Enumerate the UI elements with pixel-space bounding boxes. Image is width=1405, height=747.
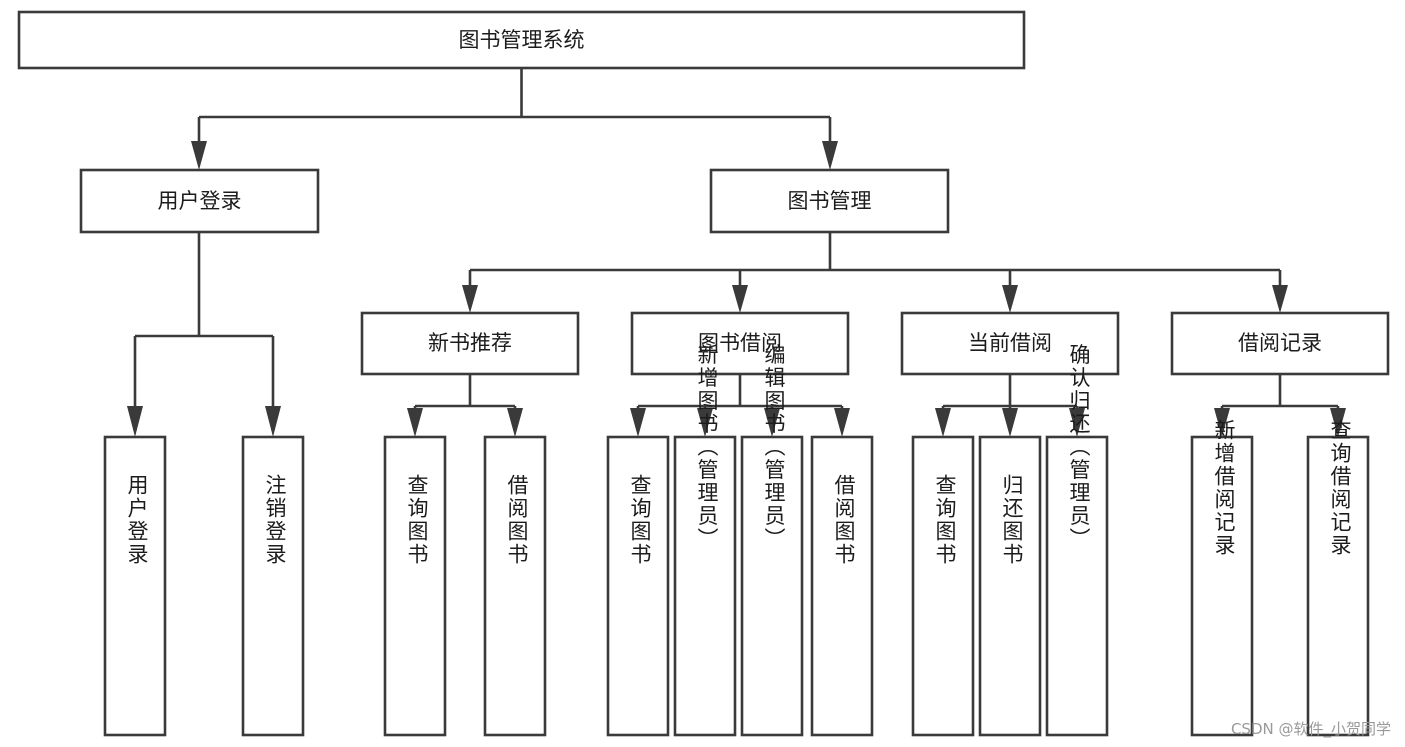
arrow-head-leaf-cur-query (935, 408, 951, 437)
node-leaf-cur-return-label: 归还图书 (1000, 474, 1024, 566)
node-user-login-label: 用户登录 (158, 189, 242, 213)
node-leaf-borrow-lend-label: 借阅图书 (832, 474, 856, 566)
arrow-head-leaf-rec-add (1214, 408, 1230, 437)
node-root-box[interactable] (17, 10, 1026, 70)
node-leaf-borrow-add-box[interactable] (673, 435, 737, 737)
node-leaf-cur-query-label: 查询图书 (933, 474, 957, 566)
arrow-head-leaf-user-login (127, 406, 143, 437)
node-new-book-rec-box[interactable] (360, 311, 580, 376)
arrow-head-current-borrow (1002, 285, 1018, 313)
node-leaf-user-login-label: 用户登录 (125, 474, 149, 566)
node-leaf-rec-borrow-box[interactable] (483, 435, 547, 737)
node-leaf-borrow-edit[interactable]: 编辑图书（管理员） (740, 344, 804, 737)
node-leaf-user-logout-label: 注销登录 (263, 474, 287, 566)
arrow-head-leaf-user-logout (265, 406, 281, 437)
node-leaf-cur-confirm-box[interactable] (1045, 435, 1109, 737)
node-user-login-box[interactable] (79, 168, 320, 234)
node-book-manage-label: 图书管理 (788, 189, 872, 213)
node-leaf-cur-confirm-label: 确认归还（管理员） (1067, 344, 1091, 551)
node-leaf-user-login-box[interactable] (103, 435, 167, 737)
node-leaf-rec-borrow[interactable]: 借阅图书 (483, 435, 547, 737)
node-leaf-cur-return[interactable]: 归还图书 (978, 435, 1042, 737)
arrow-head-leaf-cur-confirm (1069, 408, 1085, 437)
arrow-head-user-login (191, 141, 207, 170)
node-leaf-user-login[interactable]: 用户登录 (103, 435, 167, 737)
node-current-borrow-label: 当前借阅 (968, 331, 1052, 355)
arrow-head-borrow-record (1272, 285, 1288, 313)
node-leaf-borrow-query-box[interactable] (606, 435, 670, 737)
node-leaf-borrow-edit-box[interactable] (740, 435, 804, 737)
node-leaf-cur-confirm[interactable]: 确认归还（管理员） (1045, 344, 1109, 737)
node-leaf-cur-query-box[interactable] (911, 435, 975, 737)
node-leaf-user-logout[interactable]: 注销登录 (241, 435, 305, 737)
node-leaf-borrow-query-label: 查询图书 (628, 474, 652, 566)
arrow-head-book-manage (822, 141, 838, 170)
csdn-watermark: CSDN @软件_小贺同学 (1230, 720, 1391, 738)
node-leaf-cur-query[interactable]: 查询图书 (911, 435, 975, 737)
arrow-head-leaf-rec-query (407, 408, 423, 437)
node-book-manage[interactable]: 图书管理 (709, 168, 950, 234)
node-current-borrow[interactable]: 当前借阅 (900, 311, 1120, 376)
node-book-borrow[interactable]: 图书借阅 (630, 311, 850, 376)
node-leaf-borrow-add[interactable]: 新增图书（管理员） (673, 344, 737, 737)
node-borrow-record-box[interactable] (1170, 311, 1390, 376)
node-leaf-rec-query[interactable]: 查询图书 (383, 435, 447, 737)
node-leaf-rec-add-box[interactable] (1190, 435, 1254, 737)
node-leaf-rec-query-label: 查询图书 (405, 474, 429, 566)
node-user-login[interactable]: 用户登录 (79, 168, 320, 234)
node-root-label: 图书管理系统 (459, 28, 585, 52)
node-leaf-rec-query-box[interactable] (383, 435, 447, 737)
node-leaf-rec-search-box[interactable] (1306, 435, 1370, 737)
arrow-head-leaf-borrow-query (630, 408, 646, 437)
node-borrow-record[interactable]: 借阅记录 (1170, 311, 1390, 376)
node-leaf-rec-borrow-label: 借阅图书 (505, 474, 529, 566)
arrow-head-leaf-borrow-add (697, 408, 713, 437)
arrow-head-new-book-rec (462, 285, 478, 313)
node-leaf-borrow-lend-box[interactable] (810, 435, 874, 737)
arrow-head-leaf-borrow-edit (764, 408, 780, 437)
node-new-book-rec[interactable]: 新书推荐 (360, 311, 580, 376)
node-book-borrow-label: 图书借阅 (698, 331, 782, 355)
node-root[interactable]: 图书管理系统 (17, 10, 1026, 70)
node-leaf-borrow-edit-label: 编辑图书（管理员） (762, 344, 786, 551)
node-leaf-rec-search[interactable]: 查询借阅记录 (1306, 419, 1370, 737)
arrow-head-book-borrow (732, 285, 748, 313)
node-new-book-rec-label: 新书推荐 (428, 331, 512, 355)
node-leaf-borrow-lend[interactable]: 借阅图书 (810, 435, 874, 737)
node-book-borrow-box[interactable] (630, 311, 850, 376)
arrow-head-leaf-borrow-lend (834, 408, 850, 437)
node-leaf-rec-add[interactable]: 新增借阅记录 (1190, 419, 1254, 737)
node-current-borrow-box[interactable] (900, 311, 1120, 376)
arrow-head-leaf-cur-return (1002, 408, 1018, 437)
arrow-head-leaf-rec-borrow (507, 408, 523, 437)
node-book-manage-box[interactable] (709, 168, 950, 234)
node-leaf-cur-return-box[interactable] (978, 435, 1042, 737)
node-leaf-borrow-add-label: 新增图书（管理员） (695, 344, 719, 551)
node-borrow-record-label: 借阅记录 (1238, 331, 1322, 355)
node-leaf-rec-search-label: 查询借阅记录 (1328, 419, 1352, 557)
node-leaf-rec-add-label: 新增借阅记录 (1212, 419, 1236, 557)
node-leaf-user-logout-box[interactable] (241, 435, 305, 737)
connectors-group (127, 68, 1346, 437)
arrow-head-leaf-rec-search (1330, 408, 1346, 437)
node-leaf-borrow-query[interactable]: 查询图书 (606, 435, 670, 737)
